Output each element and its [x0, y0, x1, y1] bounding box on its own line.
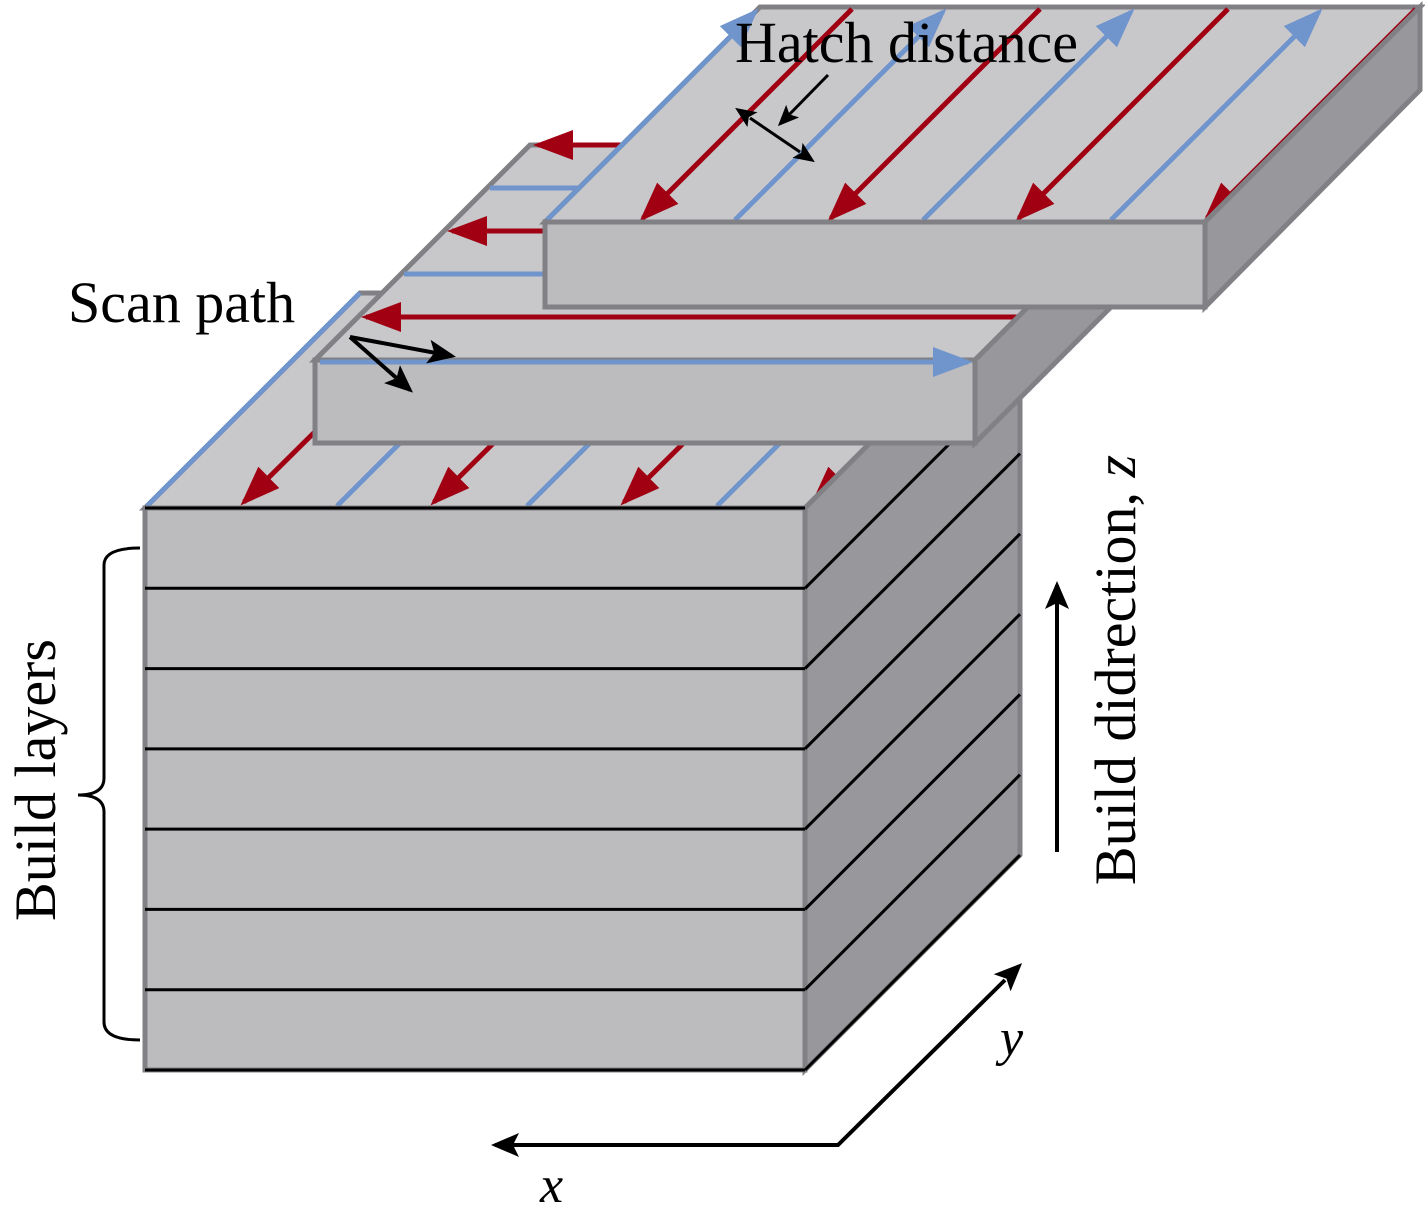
build-layer-lines [145, 372, 1022, 1072]
layer-boundary-side-line [803, 452, 1022, 670]
hatch-distance-label: Hatch distance [735, 10, 1078, 75]
scan-line-blue [733, 8, 947, 222]
build-layers-label: Build layers [3, 639, 68, 921]
build-direction-label: Build didrection, z [1083, 455, 1148, 885]
axis-y-label: y [995, 1010, 1024, 1067]
axes-xy [491, 963, 1023, 1157]
scan-line-blue [145, 291, 362, 508]
axis-x-label: x [539, 1157, 563, 1214]
layer-boundary-side-line [803, 693, 1022, 911]
scan-line-blue [545, 8, 759, 222]
build-direction-axis-z: z [1083, 455, 1148, 479]
scan-path-arrow-y [348, 335, 413, 393]
hatch-distance-double-arrow [735, 107, 815, 163]
top-layer-slab [538, 0, 1425, 314]
layer-boundary-side-line [803, 773, 1022, 991]
build-layers-brace [77, 546, 141, 1042]
build-direction-text: Build didrection, [1083, 478, 1148, 886]
middle-slab-front-face [312, 357, 978, 446]
layer-boundary-side-line [803, 613, 1022, 831]
scan-path-label: Scan path [68, 270, 295, 335]
scan-line-blue [921, 8, 1135, 222]
top-slab-front-face [542, 219, 1208, 310]
scan-path-arrow-x [349, 335, 456, 364]
scan-line-red [1015, 7, 1230, 222]
scan-line-red [827, 7, 1042, 222]
layer-boundary-side-line [803, 532, 1022, 750]
scan-line-blue [1109, 8, 1323, 222]
cube-front-face [142, 505, 808, 1073]
